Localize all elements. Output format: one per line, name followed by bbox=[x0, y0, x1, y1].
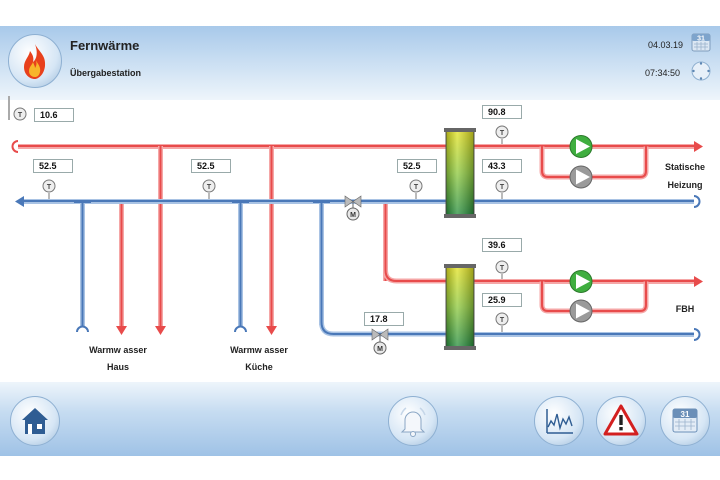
warning-triangle-icon bbox=[603, 404, 639, 436]
mixer-temperature-value[interactable]: 17.8 bbox=[364, 312, 404, 326]
svg-text:T: T bbox=[500, 317, 505, 324]
svg-text:T: T bbox=[414, 184, 419, 191]
svg-text:T: T bbox=[47, 184, 52, 191]
time-display: 07:34:50 bbox=[645, 68, 681, 78]
calendar-button-day: 31 bbox=[681, 410, 690, 419]
return-temperature-main-value[interactable]: 52.5 bbox=[397, 159, 437, 173]
trend-chart-icon bbox=[546, 409, 573, 434]
temperature-sensor-icon: T bbox=[495, 179, 509, 199]
svg-text:T: T bbox=[18, 112, 23, 119]
svg-text:M: M bbox=[377, 346, 383, 353]
return-temperature-kueche-value[interactable]: 52.5 bbox=[191, 159, 231, 173]
supply-pipe bbox=[11, 140, 703, 335]
calendar-button[interactable]: 31 bbox=[660, 396, 710, 446]
temperature-sensor-icon: T bbox=[495, 125, 509, 144]
svg-text:T: T bbox=[500, 265, 505, 272]
page-title: Fernwärme bbox=[70, 38, 140, 53]
mixing-valve-fbh-icon: M bbox=[371, 328, 389, 355]
calendar-icon[interactable]: 31 bbox=[691, 32, 711, 52]
temperature-sensor-icon: T bbox=[495, 312, 509, 332]
label-statische-heizung-line2: Heizung bbox=[667, 180, 703, 190]
label-statische-heizung-line1: Statische bbox=[664, 162, 706, 172]
label-warmwasser-kueche-line1: Warmw asser bbox=[230, 345, 288, 355]
trend-chart-button[interactable] bbox=[534, 396, 584, 446]
label-warmwasser-haus-line2: Haus bbox=[106, 362, 129, 372]
static-return-temperature-value[interactable]: 43.3 bbox=[482, 159, 522, 173]
calendar-day-label: 31 bbox=[697, 36, 705, 43]
home-icon bbox=[22, 408, 48, 434]
date-display: 04.03.19 bbox=[648, 40, 684, 50]
pump-fbh-active-icon bbox=[569, 270, 593, 293]
warning-button[interactable] bbox=[596, 396, 646, 446]
temperature-sensor-icon: T bbox=[495, 260, 509, 279]
flame-icon bbox=[24, 44, 46, 79]
label-fbh: FBH bbox=[675, 304, 695, 314]
outdoor-temperature-value[interactable]: 10.6 bbox=[34, 108, 74, 122]
temperature-sensor-icon: T bbox=[42, 179, 56, 199]
outdoor-temperature-sensor-icon: T bbox=[8, 96, 27, 121]
clock-icon[interactable] bbox=[690, 60, 712, 82]
home-button[interactable] bbox=[10, 396, 60, 446]
temperature-sensor-icon: T bbox=[202, 179, 216, 199]
pump-static-active-icon bbox=[569, 135, 593, 158]
fbh-return-temperature-value[interactable]: 25.9 bbox=[482, 293, 522, 307]
temperature-sensor-icon: T bbox=[409, 179, 423, 199]
district-heating-button[interactable] bbox=[8, 34, 62, 88]
alarm-bell-button[interactable] bbox=[388, 396, 438, 446]
fbh-supply-temperature-value[interactable]: 39.6 bbox=[482, 238, 522, 252]
return-pipe bbox=[15, 195, 701, 341]
heat-exchanger-fbh bbox=[444, 264, 476, 350]
calendar-icon: 31 bbox=[672, 408, 698, 433]
label-warmwasser-kueche-line2: Küche bbox=[245, 362, 273, 372]
return-temperature-haus-value[interactable]: 52.5 bbox=[33, 159, 73, 173]
bell-icon bbox=[400, 407, 426, 437]
svg-text:T: T bbox=[500, 130, 505, 137]
svg-text:T: T bbox=[500, 184, 505, 191]
mixing-valve-return-icon: M bbox=[344, 195, 362, 221]
static-supply-temperature-value[interactable]: 90.8 bbox=[482, 105, 522, 119]
label-warmwasser-haus-line1: Warmw asser bbox=[89, 345, 147, 355]
pump-fbh-standby-icon bbox=[569, 299, 593, 323]
svg-text:M: M bbox=[350, 212, 356, 219]
pump-static-standby-icon bbox=[569, 165, 593, 189]
page-subtitle: Übergabestation bbox=[70, 68, 142, 78]
heat-exchanger-static bbox=[444, 128, 476, 218]
header-bar bbox=[0, 26, 720, 100]
svg-text:T: T bbox=[207, 184, 212, 191]
